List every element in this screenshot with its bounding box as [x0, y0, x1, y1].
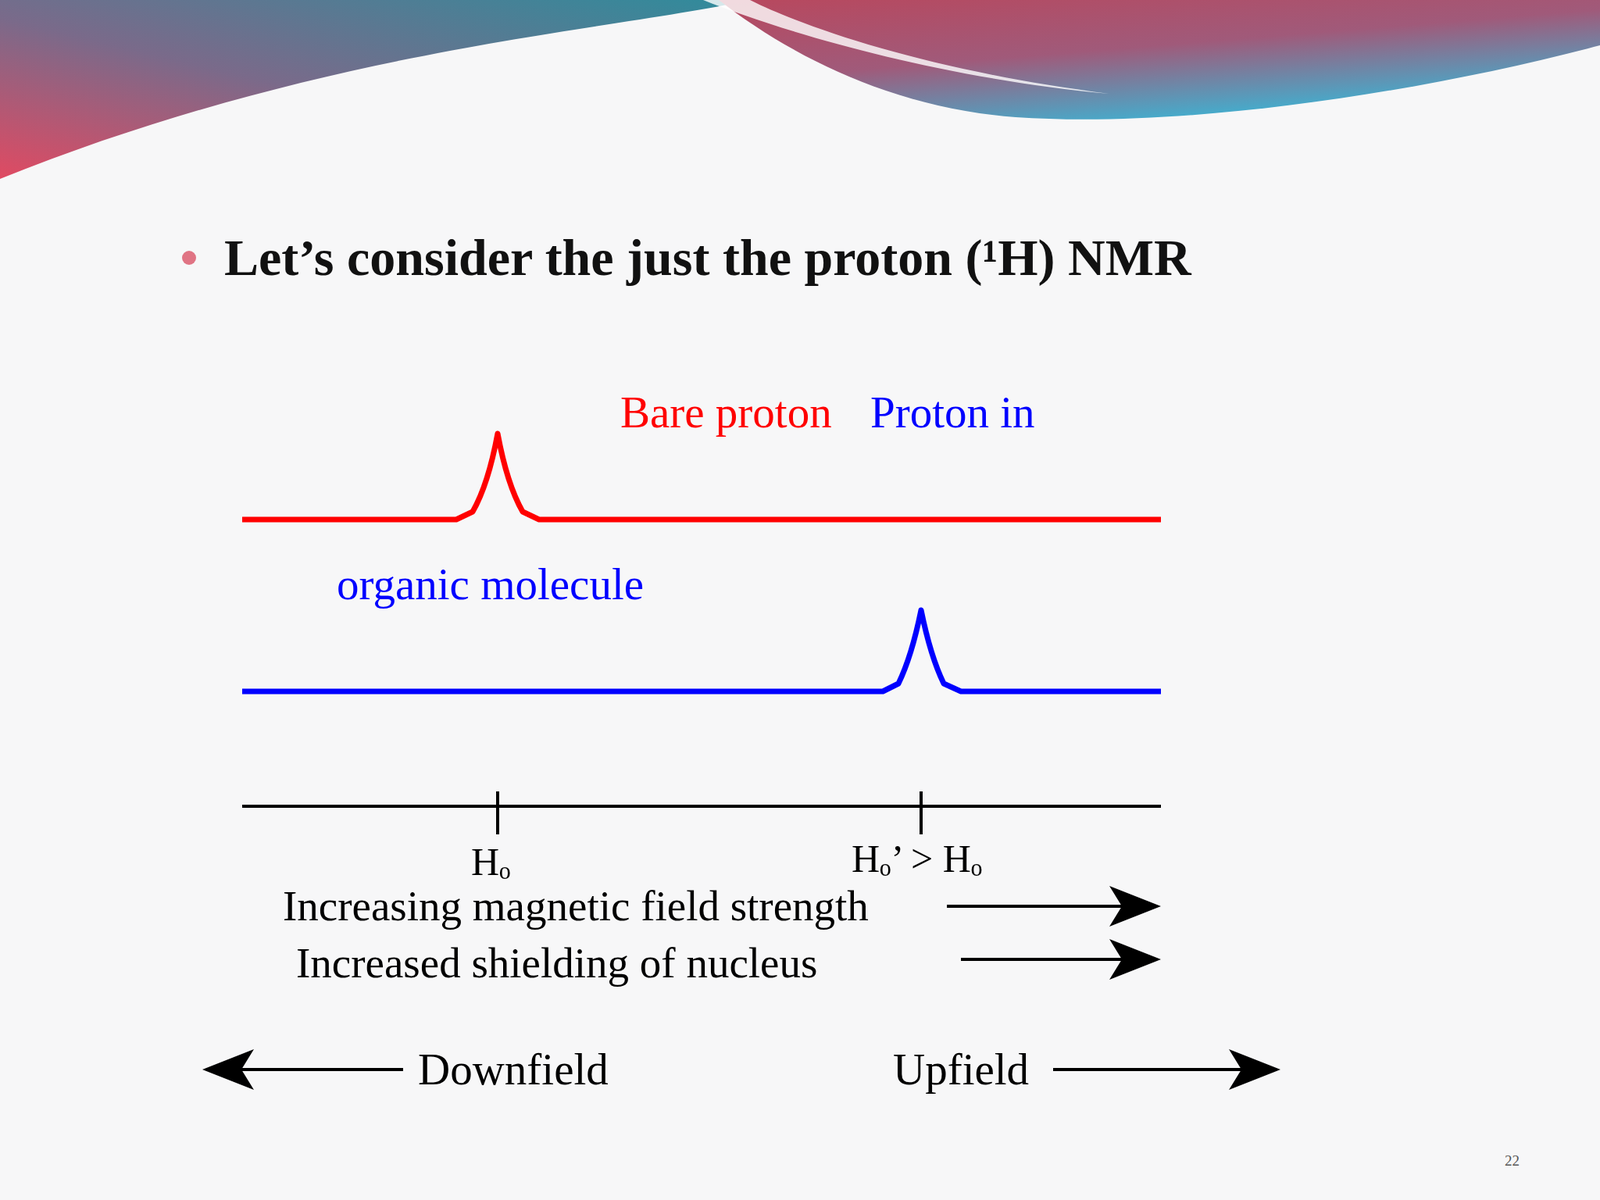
arrow-head [1109, 885, 1161, 927]
arrow-head [1228, 1049, 1281, 1090]
header-wave-left [0, 0, 750, 179]
slide-title: Let’s consider the just the proton (¹H) … [224, 228, 1192, 288]
field-axis [242, 804, 1161, 808]
header-wave-right [718, 0, 1600, 120]
arrow-head [1109, 939, 1161, 980]
direction-label: Downfield [417, 1043, 609, 1096]
spectrum-label: Bare proton [620, 386, 833, 439]
axis-tick [919, 791, 923, 835]
arrow-shaft [946, 904, 1125, 908]
axis-label: Hₒ [471, 839, 511, 886]
spectrum-label: organic molecule [336, 558, 644, 611]
page-number: 22 [1504, 1152, 1520, 1170]
arrow-head [202, 1049, 254, 1090]
arrow-shaft [238, 1067, 404, 1072]
axis-label: Hₒ’ > Hₒ [851, 836, 983, 883]
bare-proton-spectrum [242, 433, 1161, 520]
axis-tick [496, 791, 500, 835]
arrow-caption: Increasing magnetic field strength [282, 881, 869, 931]
arrow-shaft [960, 957, 1125, 961]
direction-label: Upfield [892, 1043, 1029, 1096]
bullet-dot [182, 250, 197, 265]
arrow-shaft [1053, 1067, 1247, 1072]
header-sliver [703, 0, 1110, 94]
spectrum-label: Proton in [870, 386, 1036, 439]
arrow-caption: Increased shielding of nucleus [296, 938, 818, 988]
molecule-proton-spectrum [242, 610, 1161, 692]
